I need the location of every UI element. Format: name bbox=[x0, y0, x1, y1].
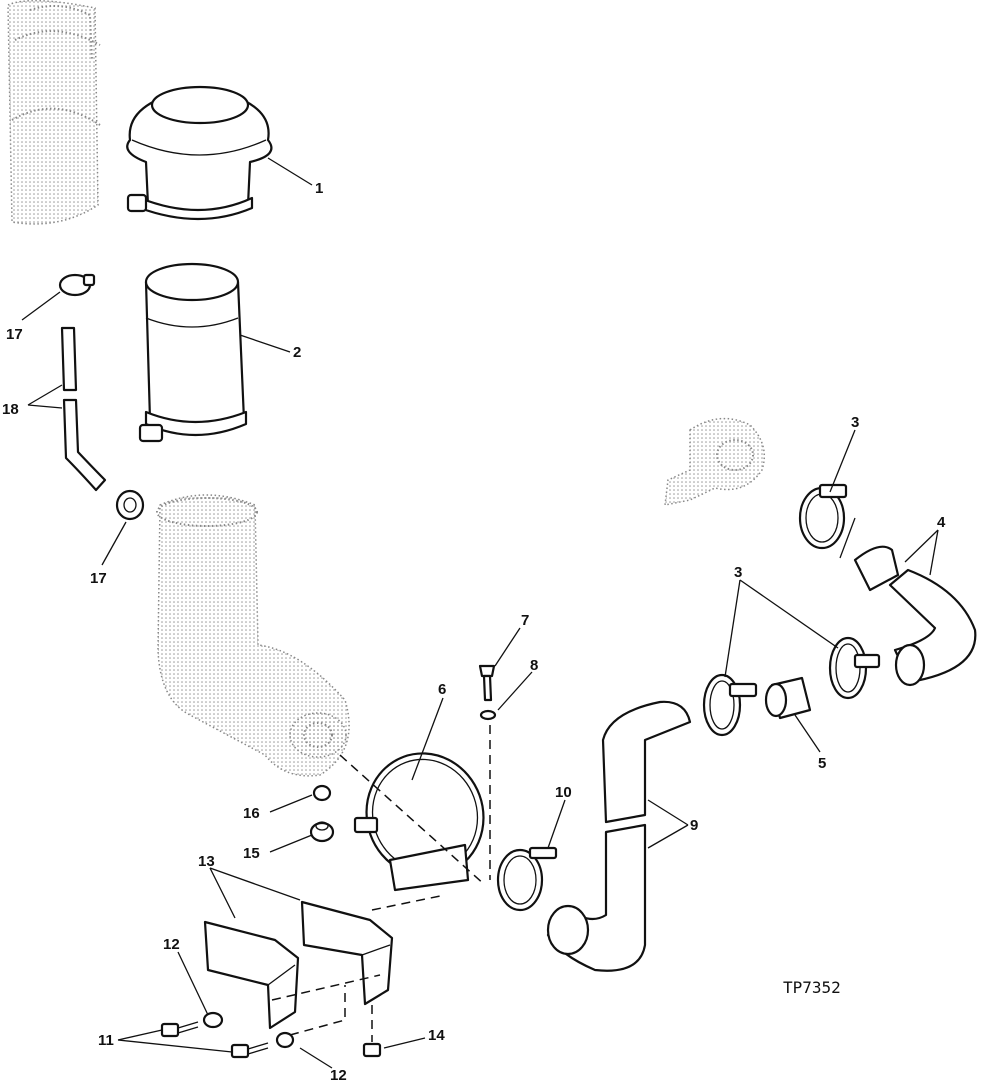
callout-11: 11 bbox=[98, 1032, 114, 1049]
callout-3-middle: 3 bbox=[734, 564, 742, 581]
callout-2: 2 bbox=[293, 344, 301, 361]
intake-hose-upper bbox=[853, 545, 977, 687]
figure-id-label: TP7352 bbox=[783, 978, 841, 997]
ghost-exhaust-pipe bbox=[7, 0, 101, 225]
mounting-band bbox=[353, 752, 485, 892]
callout-16: 16 bbox=[243, 805, 260, 822]
callout-7: 7 bbox=[521, 612, 529, 629]
intake-hose-lower bbox=[546, 700, 692, 972]
small-hose-clamp-bottom bbox=[115, 489, 145, 521]
callout-6: 6 bbox=[438, 681, 446, 698]
assembly-line-elbow-to-band bbox=[339, 754, 486, 886]
isolator-mount bbox=[309, 821, 335, 843]
precleaner-cap bbox=[126, 85, 273, 221]
washer-upper bbox=[202, 1011, 224, 1029]
hex-nut bbox=[362, 1042, 382, 1058]
callout-9: 9 bbox=[690, 817, 698, 834]
lock-nut bbox=[312, 784, 332, 802]
ghost-intake-elbow bbox=[156, 494, 350, 777]
callout-1: 1 bbox=[315, 180, 323, 197]
callout-12-lower: 12 bbox=[330, 1067, 347, 1084]
hose-coupling bbox=[764, 676, 812, 720]
callout-17-lower: 17 bbox=[90, 570, 107, 587]
hose-clamp-middle-left bbox=[702, 673, 758, 737]
callout-18: 18 bbox=[2, 401, 19, 418]
washer-lower bbox=[275, 1031, 295, 1049]
callout-12-upper: 12 bbox=[163, 936, 180, 953]
callout-5: 5 bbox=[818, 755, 826, 772]
assembly-line-bracket-upper bbox=[371, 894, 446, 911]
callout-17-upper: 17 bbox=[6, 326, 23, 343]
cap-screw-upper bbox=[160, 1021, 199, 1038]
cap-screw bbox=[478, 664, 496, 702]
hose-clamp-lower bbox=[496, 846, 558, 912]
hose-clamp-middle-right bbox=[828, 636, 881, 700]
vacuator-hose bbox=[60, 326, 107, 492]
cap-screw-lower bbox=[230, 1042, 269, 1059]
assembly-line-washer-lower bbox=[289, 985, 346, 1036]
leader-lines bbox=[21, 157, 939, 1069]
assembly-line-bracket-mid bbox=[271, 974, 381, 1001]
callout-10: 10 bbox=[555, 784, 572, 801]
callout-3-upper: 3 bbox=[851, 414, 859, 431]
callout-14: 14 bbox=[428, 1027, 445, 1044]
callout-13: 13 bbox=[198, 853, 215, 870]
callout-15: 15 bbox=[243, 845, 260, 862]
hose-clamp-upper bbox=[798, 483, 848, 550]
small-hose-clamp-top bbox=[58, 273, 96, 297]
mounting-bracket-right bbox=[300, 900, 394, 1006]
flat-washer bbox=[479, 709, 497, 721]
mounting-bracket-left bbox=[203, 920, 300, 1030]
callout-8: 8 bbox=[530, 657, 538, 674]
air-filter-body bbox=[138, 262, 248, 443]
callout-4: 4 bbox=[937, 514, 946, 531]
ghost-turbocharger bbox=[664, 417, 765, 506]
